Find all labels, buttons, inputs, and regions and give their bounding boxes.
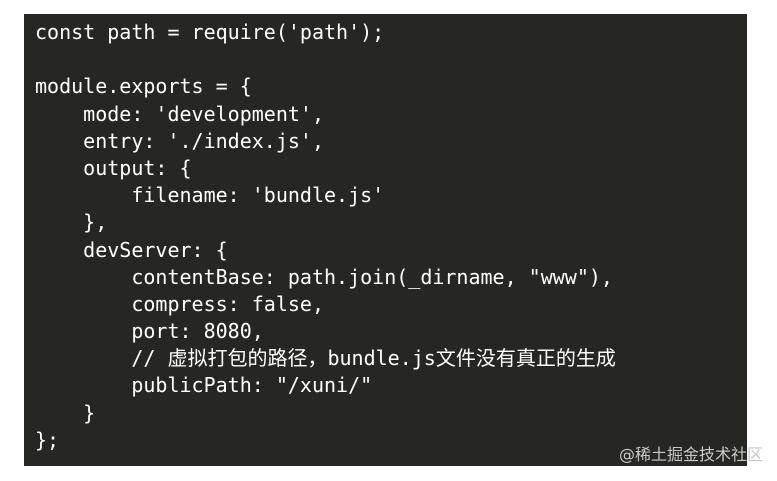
code-line-10: contentBase: path.join(_dirname, "www"), (35, 264, 613, 289)
code-line-1: const path = require('path'); (35, 20, 385, 44)
code-line-13: // 虚拟打包的路径，bundle.js文件没有真正的生成 (35, 346, 616, 371)
code-line-6: output: { (35, 155, 192, 180)
code-line-5: entry: './index.js', (35, 128, 324, 153)
code-line-8: }, (35, 210, 108, 235)
code-block: const path = require('path'); module.exp… (24, 14, 747, 466)
code-line-15: } (35, 400, 96, 425)
code-line-14: publicPath: "/xuni/" (35, 373, 373, 398)
code-line-16: }; (35, 427, 60, 452)
code-line-11: compress: false, (35, 291, 324, 316)
watermark-text: @稀土掘金技术社区 (618, 445, 763, 464)
code-line-9: devServer: { (35, 237, 228, 262)
code-line-12: port: 8080, (35, 319, 264, 344)
code-line-3: module.exports = { (35, 74, 252, 99)
code-line-7: filename: 'bundle.js' (35, 183, 385, 208)
code-line-4: mode: 'development', (35, 101, 324, 126)
code-line-2 (35, 46, 747, 73)
